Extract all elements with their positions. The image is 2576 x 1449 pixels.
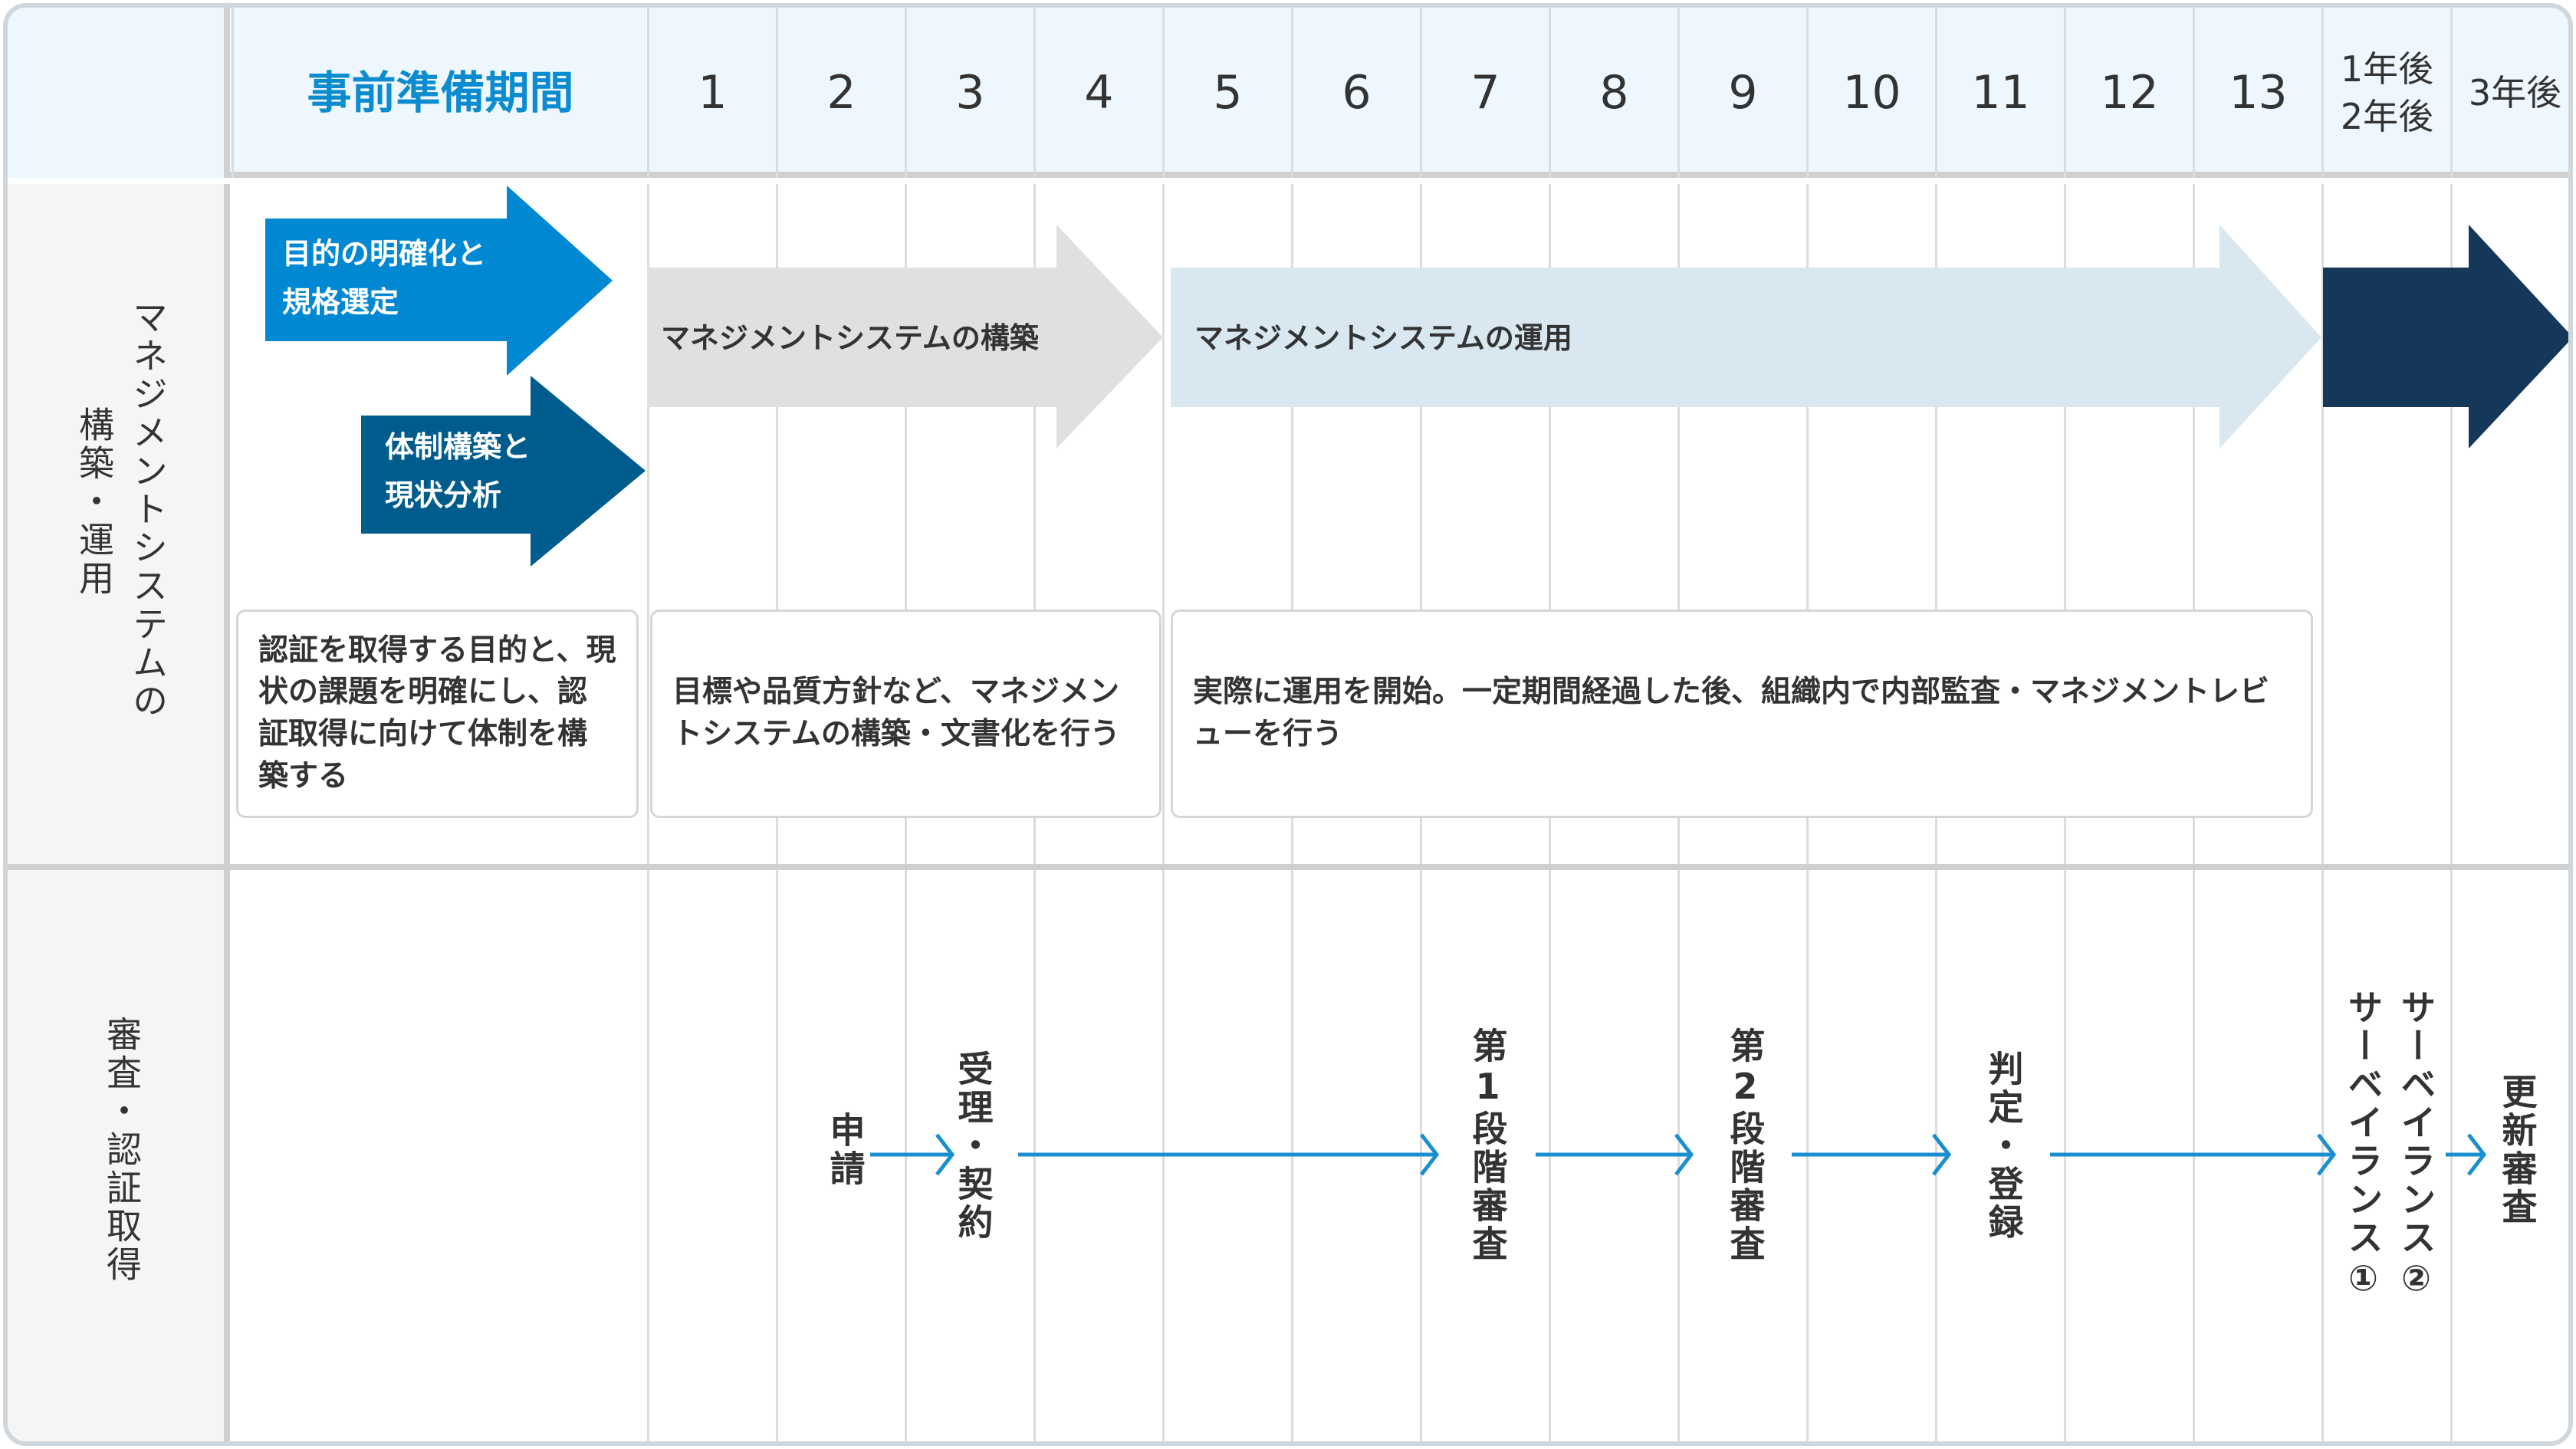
month-label: 11 xyxy=(1971,65,2030,120)
row-divider xyxy=(8,864,2568,870)
header-pre-period: 事前準備期間 xyxy=(232,8,647,178)
year-3-label: 3年後 xyxy=(2468,71,2562,113)
flow-arrow xyxy=(1018,1133,1440,1176)
row-label-audit: 審査・認証取得 xyxy=(8,870,230,1441)
month-label: 2 xyxy=(826,65,856,120)
flow-step: 受理・契約 xyxy=(952,1050,994,1242)
flow-step: 第1段階審査 xyxy=(1467,1027,1509,1263)
grid-line xyxy=(2321,184,2324,1441)
description-build: 目標や品質方針など、マネジメントシステムの構築・文書化を行う xyxy=(650,610,1162,818)
month-label: 12 xyxy=(2100,65,2159,120)
arrow-structure-line1: 体制構築と xyxy=(385,430,531,464)
arrow-operate xyxy=(1171,225,2321,449)
arrows-layer xyxy=(265,186,2568,1176)
flow-step: 判定・登録 xyxy=(1983,1050,2025,1242)
arrow-purpose-label: 目的の明確化と 規格選定 xyxy=(282,230,486,326)
header-month: 5 xyxy=(1162,8,1291,178)
month-label: 3 xyxy=(955,65,985,120)
arrow-structure-label: 体制構築と 現状分析 xyxy=(385,423,531,519)
row-label-build-line1: マネジメントシステムの xyxy=(127,299,169,721)
arrow-purpose-line2: 規格選定 xyxy=(282,284,399,319)
header-month: 8 xyxy=(1549,8,1677,178)
flow-step: 更新審査 xyxy=(2496,1073,2538,1227)
header-month: 11 xyxy=(1935,8,2064,178)
grid-line xyxy=(2450,184,2453,1441)
month-label: 6 xyxy=(1342,65,1372,120)
arrow-purpose-line1: 目的の明確化と xyxy=(282,237,487,271)
month-label: 13 xyxy=(2229,65,2288,120)
header-month: 13 xyxy=(2193,8,2321,178)
arrow-structure-line2: 現状分析 xyxy=(385,478,502,512)
arrow-build-label: マネジメントシステムの構築 xyxy=(661,321,1039,355)
header-month: 1 xyxy=(647,8,776,178)
flow-arrow xyxy=(1792,1133,1952,1176)
row-label-audit-text: 審査・認証取得 xyxy=(101,1016,143,1284)
flow-arrow xyxy=(2446,1133,2487,1176)
grid-line xyxy=(1162,184,1165,1441)
year-1-label: 1年後 xyxy=(2340,48,2434,90)
flow-step: サーベイランス② xyxy=(2395,989,2437,1302)
month-label: 5 xyxy=(1213,65,1243,120)
arrow-operate-label: マネジメントシステムの運用 xyxy=(1194,321,1572,355)
row-label-build: マネジメントシステムの 構築・運用 xyxy=(8,184,230,864)
arrow-structure xyxy=(361,376,646,567)
flow-step: サーベイランス① xyxy=(2342,989,2384,1302)
grid-line xyxy=(647,184,649,1441)
flow-step: 第2段階審査 xyxy=(1724,1027,1766,1263)
header-month: 12 xyxy=(2064,8,2193,178)
month-label: 8 xyxy=(1599,65,1629,120)
arrow-purpose xyxy=(265,186,613,376)
description-operate: 実際に運用を開始。一定期間経過した後、組織内で内部監査・マネジメントレビューを行… xyxy=(1171,610,2313,818)
flow-arrow xyxy=(1536,1133,1694,1176)
header-month: 6 xyxy=(1291,8,1420,178)
header-month: 4 xyxy=(1033,8,1162,178)
header-corner xyxy=(8,8,230,178)
arrow-build xyxy=(647,225,1163,449)
month-label: 1 xyxy=(698,65,728,120)
header-month: 2 xyxy=(776,8,905,178)
header-month: 7 xyxy=(1420,8,1549,178)
header-month: 9 xyxy=(1677,8,1806,178)
month-label: 7 xyxy=(1470,65,1500,120)
flow-arrows xyxy=(870,1133,2487,1176)
row-label-build-line2: 構築・運用 xyxy=(74,406,115,598)
flow-arrow xyxy=(2050,1133,2337,1176)
month-label: 9 xyxy=(1728,65,1758,120)
month-label: 10 xyxy=(1842,65,1901,120)
description-prep: 認証を取得する目的と、現状の課題を明確にし、認証取得に向けて体制を構築する xyxy=(236,610,639,818)
year-2-label: 2年後 xyxy=(2340,96,2434,137)
header-month: 3 xyxy=(905,8,1033,178)
month-label: 4 xyxy=(1084,65,1114,120)
header-year-3: 3年後 xyxy=(2450,8,2568,178)
header-month: 10 xyxy=(1806,8,1935,178)
flow-step: 申請 xyxy=(824,1112,866,1188)
flow-arrow xyxy=(870,1133,955,1176)
pre-period-label: 事前準備期間 xyxy=(307,66,574,119)
arrow-continue xyxy=(2323,225,2568,449)
